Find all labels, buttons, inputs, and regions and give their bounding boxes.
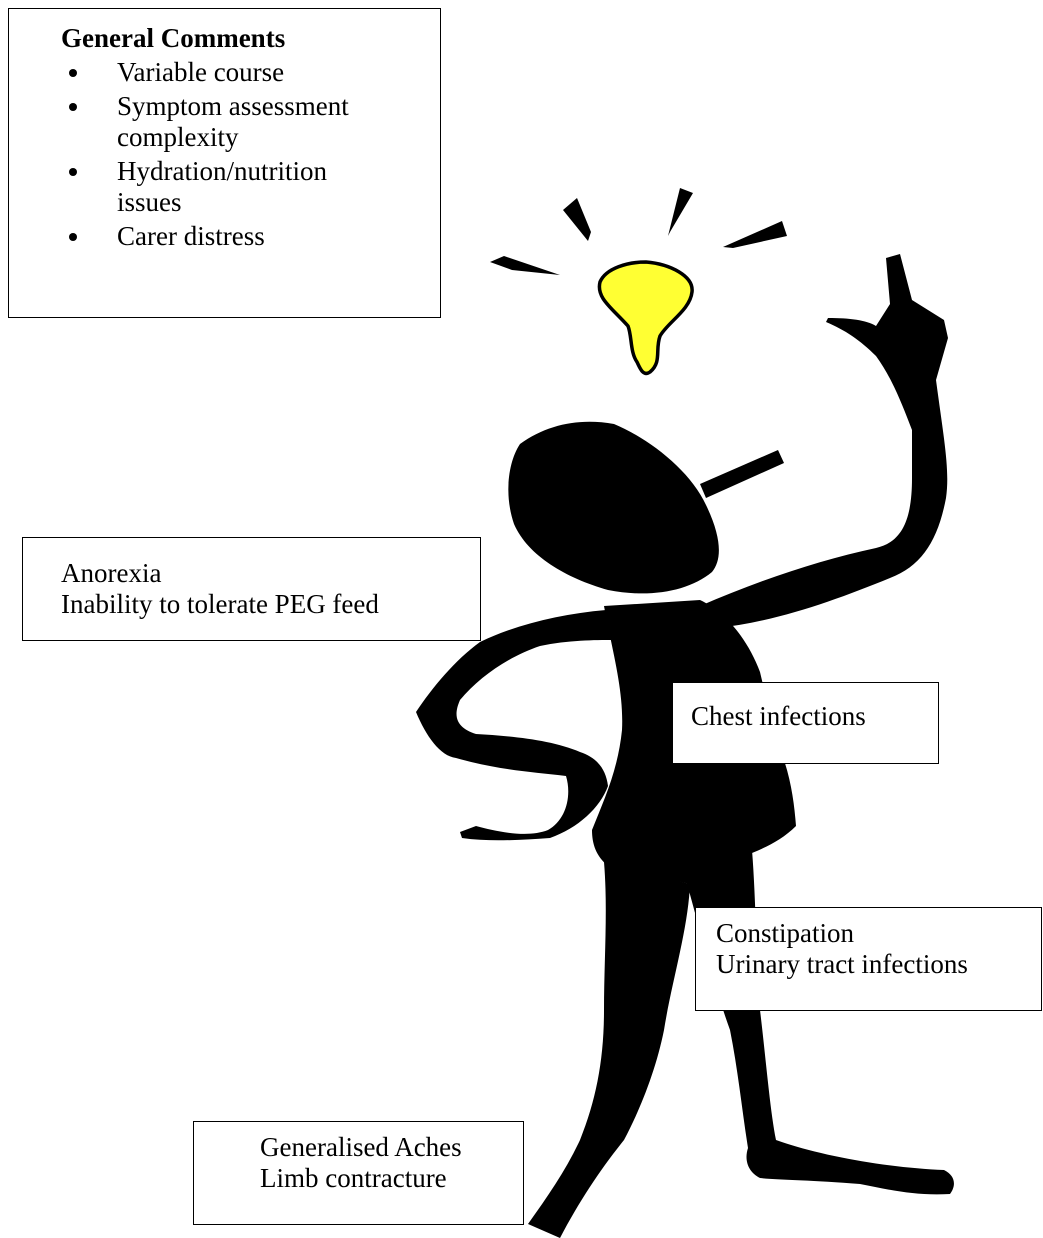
bullet-icon	[69, 69, 77, 77]
constipation-box: Constipation Urinary tract infections	[695, 907, 1042, 1011]
figure-mouth-stick	[700, 450, 784, 498]
general-comments-box: General Comments Variable course Symptom…	[8, 8, 441, 318]
figure-head	[508, 421, 719, 594]
idea-ray-upper-left	[563, 198, 591, 241]
constipation-label: Constipation	[716, 918, 855, 948]
figure-raised-arm	[700, 254, 948, 628]
figure-left-arm	[416, 610, 612, 841]
bullet-icon	[69, 168, 77, 176]
bullet-icon	[69, 103, 77, 111]
lightbulb-icon	[597, 260, 694, 376]
chest-infections-label: Chest infections	[691, 701, 866, 731]
figure-right-leg	[686, 850, 954, 1195]
peg-feed-label: Inability to tolerate PEG feed	[61, 589, 379, 619]
bullet-icon	[69, 233, 77, 241]
idea-ray-top	[668, 188, 693, 236]
general-comments-title: General Comments	[61, 23, 286, 53]
list-item: Carer distress	[61, 221, 420, 252]
generalised-aches-label: Generalised Aches	[260, 1132, 462, 1162]
chest-infections-box: Chest infections	[672, 682, 939, 764]
anorexia-label: Anorexia	[61, 558, 162, 588]
idea-ray-right	[723, 221, 787, 248]
aches-box: Generalised Aches Limb contracture	[193, 1121, 524, 1225]
limb-contracture-label: Limb contracture	[260, 1163, 447, 1193]
list-item: Variable course	[61, 57, 420, 88]
figure-left-leg	[528, 862, 690, 1238]
idea-ray-left	[490, 256, 560, 275]
anorexia-box: Anorexia Inability to tolerate PEG feed	[22, 537, 481, 641]
uti-label: Urinary tract infections	[716, 949, 968, 979]
